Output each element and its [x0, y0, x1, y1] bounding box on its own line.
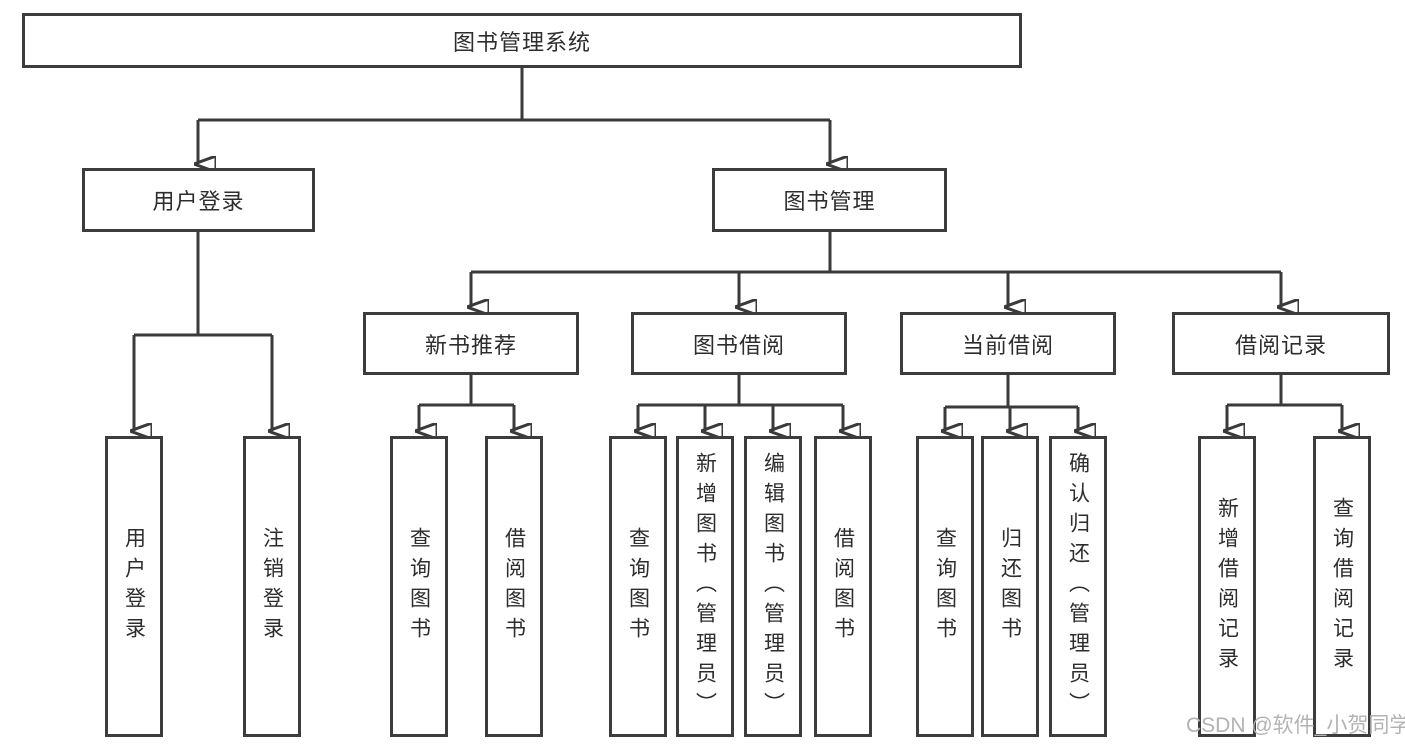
- leaf-user-login: 用户登录: [105, 436, 163, 737]
- leaf-current-query-books-label: 查询图书: [933, 526, 957, 647]
- leaf-add-books-admin-label: 新增图书（管理员）: [693, 451, 717, 722]
- leaf-newrec-query-books: 查询图书: [390, 436, 448, 737]
- node-book-borrow: 图书借阅: [631, 312, 847, 375]
- node-book-management: 图书管理: [712, 168, 947, 232]
- leaf-add-borrow-record: 新增借阅记录: [1198, 436, 1256, 737]
- leaf-add-books-admin: 新增图书（管理员）: [676, 436, 734, 737]
- node-current-borrow: 当前借阅: [900, 312, 1116, 375]
- leaf-user-login-label: 用户登录: [122, 526, 146, 647]
- leaf-query-borrow-record-label: 查询借阅记录: [1330, 496, 1354, 677]
- node-new-book-recommend-label: 新书推荐: [424, 332, 517, 358]
- leaf-newrec-borrow-books: 借阅图书: [485, 436, 543, 737]
- leaf-edit-books-admin: 编辑图书（管理员）: [744, 436, 802, 737]
- node-user-login-branch: 用户登录: [82, 168, 315, 232]
- leaf-newrec-query-books-label: 查询图书: [407, 526, 431, 647]
- node-root: 图书管理系统: [22, 13, 1022, 68]
- node-user-login-branch-label: 用户登录: [152, 189, 245, 214]
- node-book-management-label: 图书管理: [783, 189, 876, 214]
- node-book-borrow-label: 图书借阅: [692, 332, 785, 358]
- node-current-borrow-label: 当前借阅: [961, 332, 1054, 358]
- node-borrow-records-label: 借阅记录: [1234, 332, 1327, 358]
- leaf-confirm-return-admin-label: 确认归还（管理员）: [1066, 451, 1090, 722]
- leaf-add-borrow-record-label: 新增借阅记录: [1215, 496, 1239, 677]
- leaf-newrec-borrow-books-label: 借阅图书: [502, 526, 526, 647]
- csdn-watermark: CSDN @软件_小贺同学: [1186, 714, 1405, 737]
- leaf-borrow-books-label: 借阅图书: [831, 526, 855, 647]
- leaf-edit-books-admin-label: 编辑图书（管理员）: [761, 451, 785, 722]
- leaf-logout-label: 注销登录: [260, 526, 284, 647]
- node-root-label: 图书管理系统: [452, 29, 591, 55]
- leaf-return-books-label: 归还图书: [998, 526, 1022, 647]
- leaf-query-borrow-record: 查询借阅记录: [1313, 436, 1371, 737]
- leaf-current-query-books: 查询图书: [916, 436, 974, 737]
- node-new-book-recommend: 新书推荐: [363, 312, 579, 375]
- leaf-logout: 注销登录: [243, 436, 301, 737]
- leaf-borrow-books: 借阅图书: [814, 436, 872, 737]
- node-borrow-records: 借阅记录: [1172, 312, 1390, 375]
- leaf-return-books: 归还图书: [981, 436, 1039, 737]
- leaf-confirm-return-admin: 确认归还（管理员）: [1049, 436, 1107, 737]
- leaf-borrow-query-books-label: 查询图书: [626, 526, 650, 647]
- leaf-borrow-query-books: 查询图书: [609, 436, 667, 737]
